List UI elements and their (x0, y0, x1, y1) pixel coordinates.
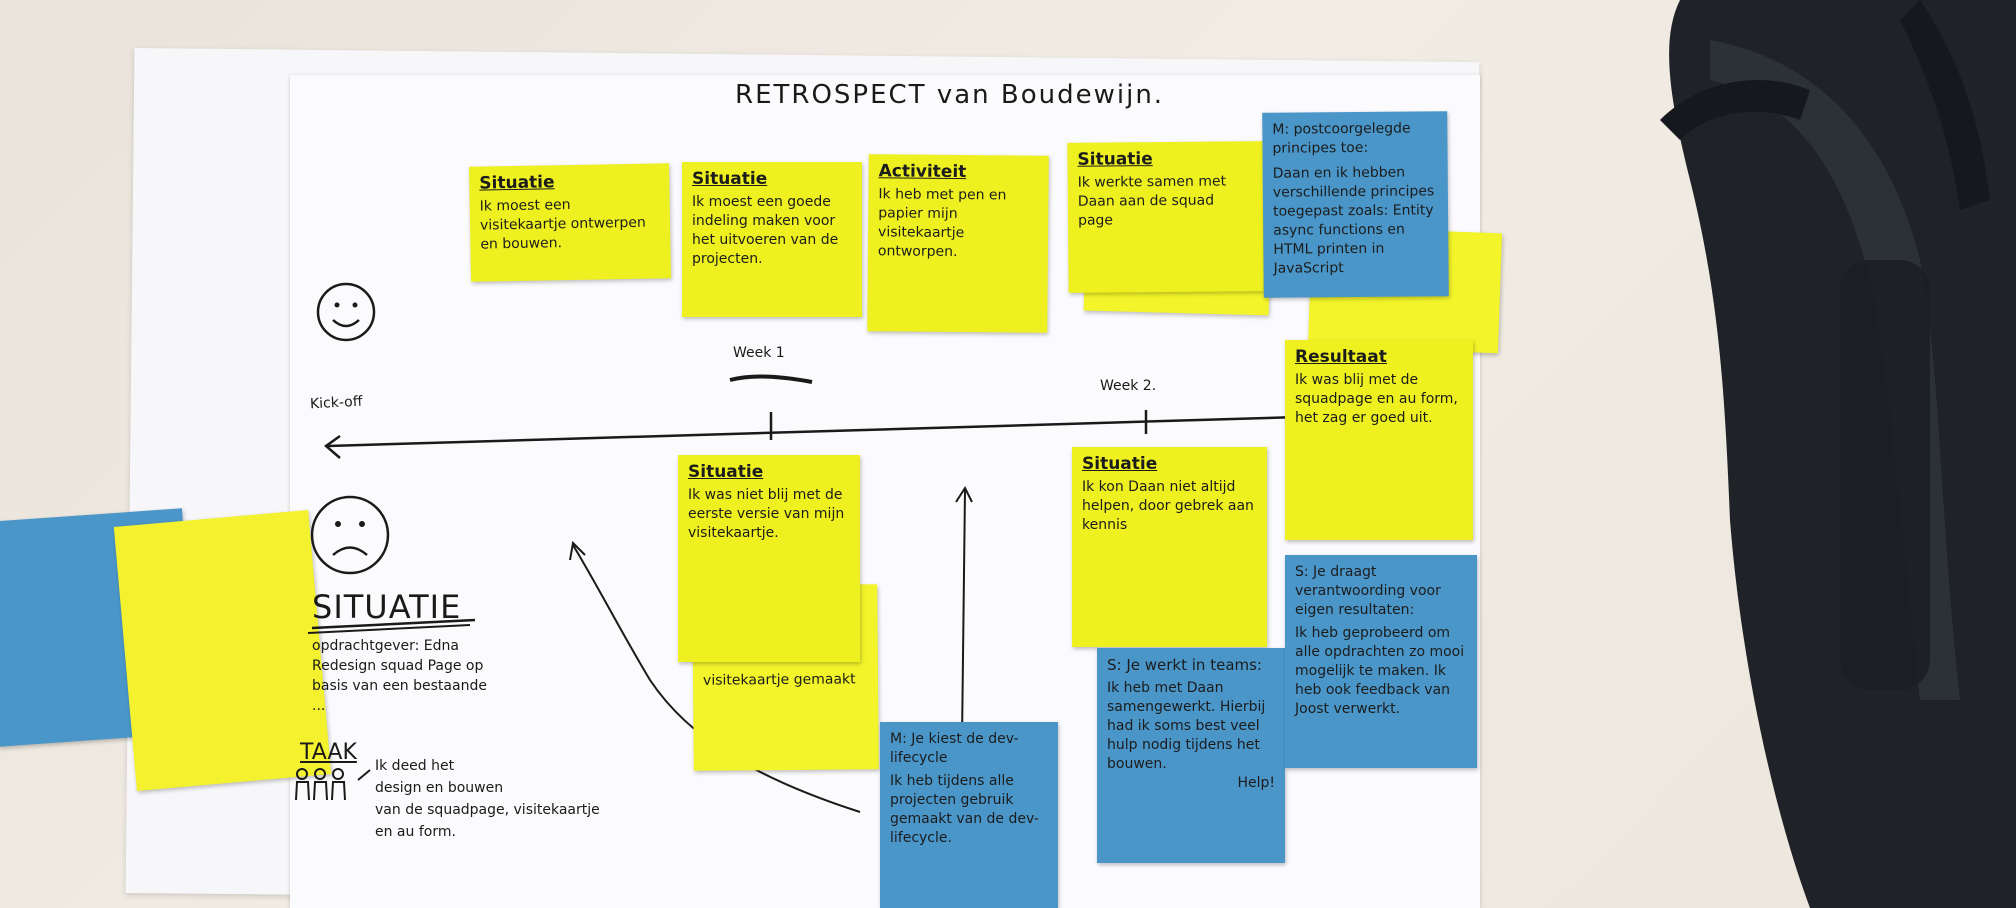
timeline-line (323, 410, 1301, 459)
note-heading: Activiteit (878, 161, 967, 183)
note-body: Ik heb met Daan samengewerkt. Hierbij ha… (1107, 680, 1266, 772)
note-heading: Situatie (1082, 454, 1158, 474)
note-heading: Situatie (692, 169, 768, 189)
backpack (1660, 0, 2016, 908)
sticky-note-situatie-1: Situatie Ik moest een visitekaartje ontw… (469, 163, 671, 282)
sticky-note-teams: S: Je werkt in teams: Ik heb met Daan sa… (1097, 648, 1285, 863)
sticky-note-resultaat: Resultaat Ik was blij met de squadpage e… (1285, 340, 1473, 540)
note-heading: S: Je draagt verantwoording voor eigen r… (1295, 564, 1441, 618)
sticky-note-activiteit: Activiteit Ik heb met pen en papier mijn… (867, 154, 1049, 333)
sticky-note-situatie-3: Situatie Ik werkte samen met Daan aan de… (1067, 141, 1264, 293)
sticky-note-situatie-5: Situatie Ik kon Daan niet altijd helpen,… (1072, 447, 1267, 647)
sticky-note-situatie-2: Situatie Ik moest een goede indeling mak… (682, 162, 862, 317)
note-help-text: Help! (1237, 775, 1275, 791)
note-heading: Situatie (479, 172, 555, 194)
timeline-week2-label: Week 2. (1100, 378, 1157, 394)
note-heading: Situatie (688, 462, 764, 482)
situatie-heading: SITUATIE (312, 588, 462, 626)
note-body: Ik moest een visitekaartje ontwerpen en … (479, 196, 646, 253)
note-body: Ik heb tijdens alle projecten gebruik ge… (890, 773, 1039, 846)
taak-heading: TAAK (300, 740, 357, 765)
taak-text: Ik deed het design en bouwen van de squa… (375, 758, 600, 840)
note-body: Ik moest een goede indeling maken voor h… (692, 194, 839, 267)
note-body: Ik was blij met de squadpage en au form,… (1295, 372, 1458, 426)
note-heading: Resultaat (1295, 347, 1387, 367)
note-body: visitekaartje gemaakt (702, 671, 856, 689)
team-icon (295, 768, 371, 801)
note-body: Ik was niet blij met de eerste versie va… (688, 487, 845, 541)
note-heading: Situatie (1077, 149, 1153, 170)
sad-face-icon (310, 495, 390, 575)
note-heading: S: Je werkt in teams: (1107, 656, 1262, 674)
timeline-week1-label: Week 1 (733, 345, 785, 361)
note-heading: M: Je kiest de dev-lifecycle (890, 731, 1019, 766)
note-prefix: M: postcoorgelegde principes toe: (1272, 120, 1411, 157)
sticky-note-principes: M: postcoorgelegde principes toe: Daan e… (1262, 111, 1449, 298)
note-body: Ik heb met pen en papier mijn visitekaar… (877, 186, 1007, 260)
situatie-text: opdrachtgever: Edna Redesign squad Page … (312, 638, 487, 714)
sticky-note-dev-lifecycle: M: Je kiest de dev-lifecycle Ik heb tijd… (880, 722, 1058, 908)
sticky-note-situatie-4: Situatie Ik was niet blij met de eerste … (678, 455, 860, 662)
note-body: Ik werkte samen met Daan aan de squad pa… (1077, 173, 1227, 229)
poster-title: RETROSPECT van Boudewijn. (735, 80, 1165, 110)
note-body: Ik kon Daan niet altijd helpen, door geb… (1082, 479, 1254, 533)
note-body: Daan en ik hebben verschillende principe… (1272, 164, 1435, 277)
timeline-start-label: Kick-off (309, 393, 363, 413)
note-body: Ik heb geprobeerd om alle opdrachten zo … (1295, 625, 1465, 717)
sticky-note-verantwoording: S: Je draagt verantwoording voor eigen r… (1285, 555, 1477, 768)
happy-face-icon (316, 282, 376, 342)
